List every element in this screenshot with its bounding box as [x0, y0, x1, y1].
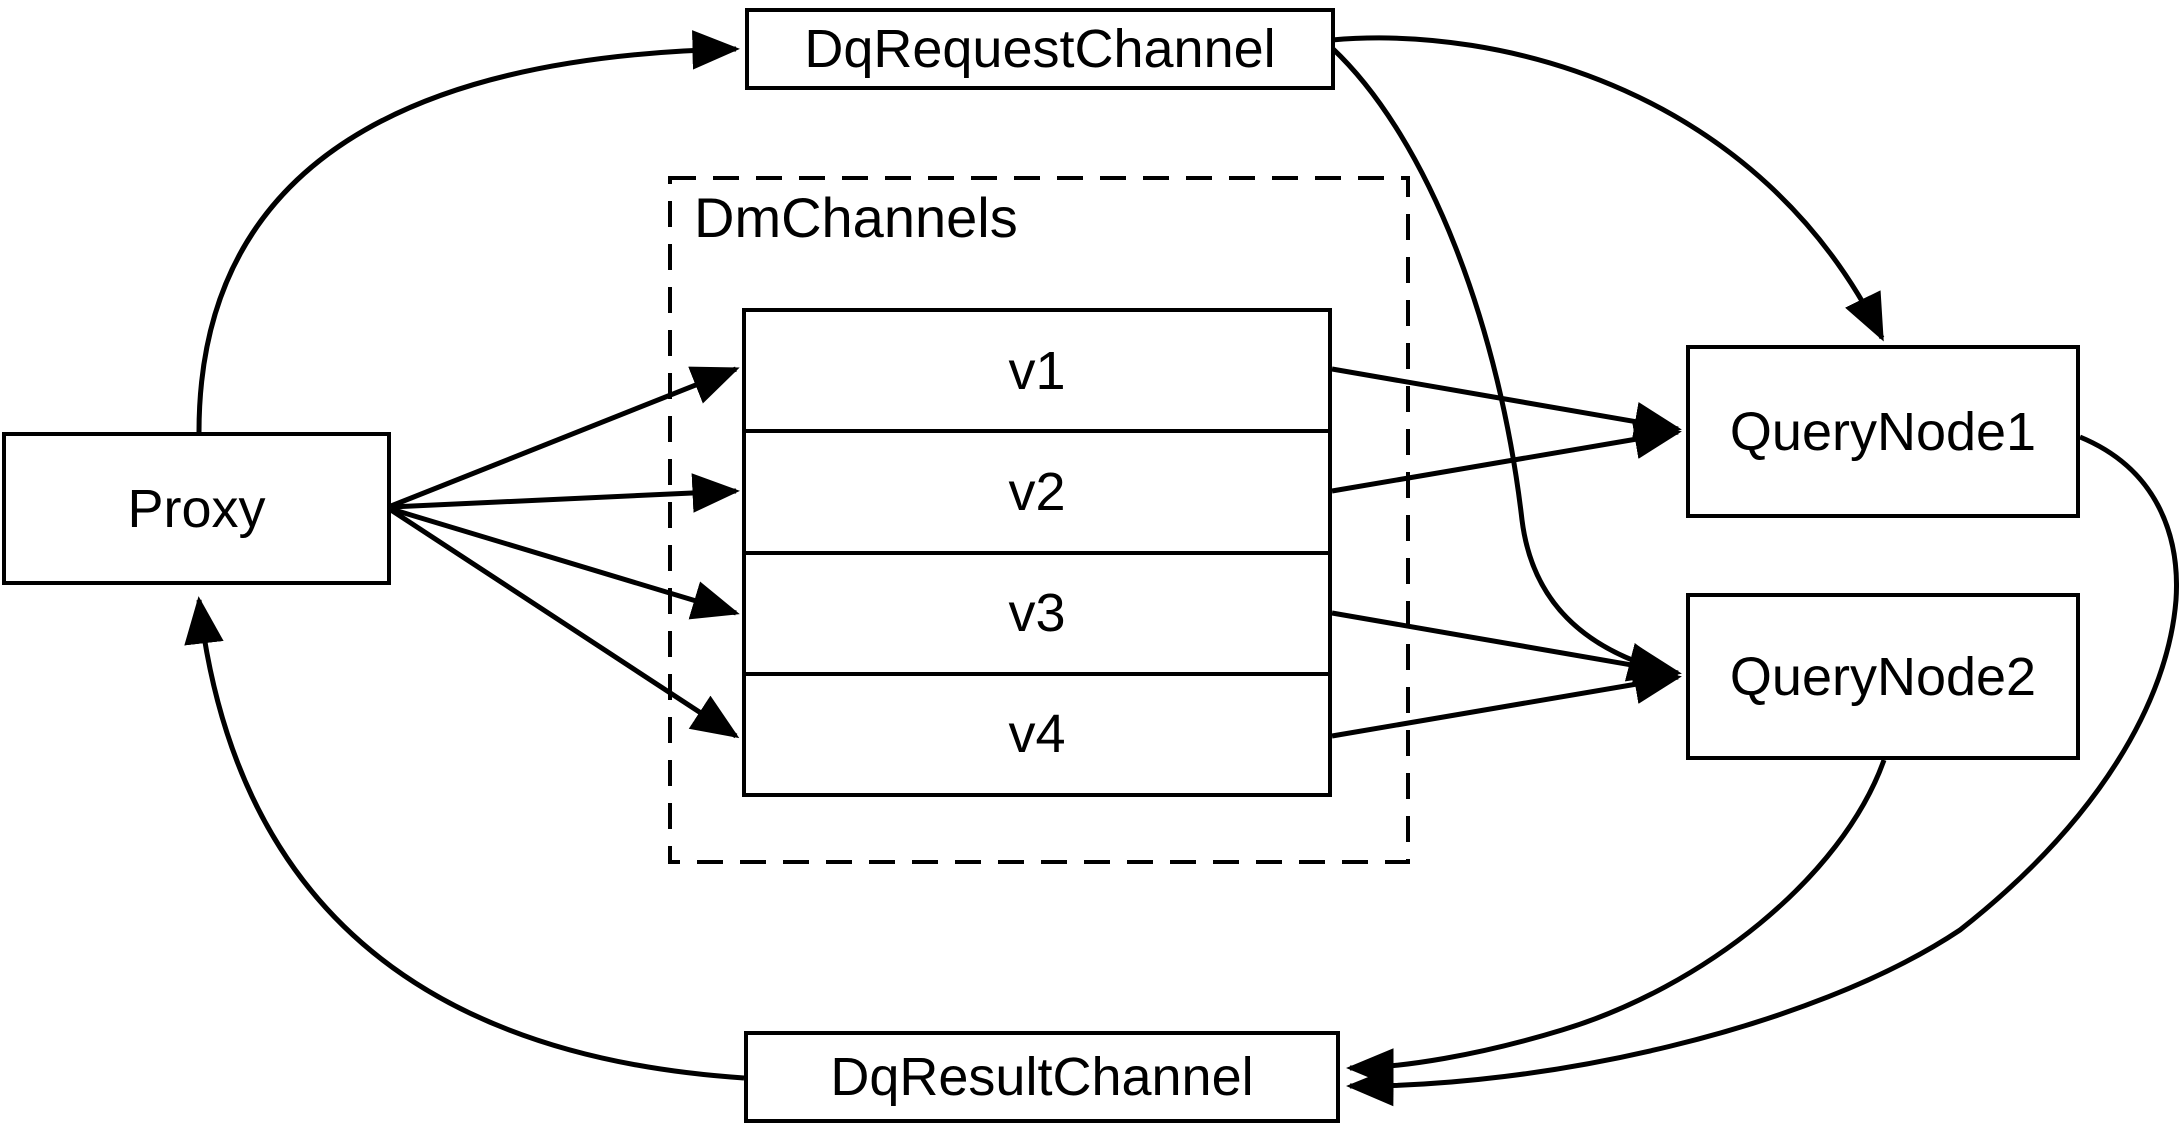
- channel-row-v3: v3: [746, 550, 1328, 672]
- node-dq-request-channel: DqRequestChannel: [745, 8, 1335, 90]
- node-proxy-label: Proxy: [127, 478, 266, 539]
- dm-channels-stack: v1 v2 v3 v4: [742, 308, 1332, 797]
- edge-dqrequestchannel-to-querynode1: [1331, 35, 1885, 342]
- channel-row-v2: v2: [746, 429, 1328, 550]
- edge-proxy-to-v2: [390, 473, 740, 513]
- node-proxy: Proxy: [2, 432, 391, 585]
- edge-proxy-to-v1: [390, 366, 740, 509]
- edge-v2-to-querynode1: [1331, 419, 1682, 494]
- channel-row-v4: v4: [746, 671, 1328, 793]
- node-dq-request-channel-label: DqRequestChannel: [804, 19, 1276, 79]
- edge-proxy-to-dqrequestchannel: [196, 30, 740, 433]
- edge-proxy-to-v4: [389, 507, 740, 739]
- channel-row-v1: v1: [1008, 340, 1066, 401]
- node-dq-result-channel-label: DqResultChannel: [830, 1047, 1254, 1107]
- edge-dqrequestchannel-to-querynode2: [1330, 46, 1676, 682]
- node-dq-result-channel: DqResultChannel: [744, 1031, 1340, 1123]
- edge-querynode1-to-dqresultchannel: [1346, 434, 2179, 1107]
- dm-channels-group-label: DmChannels: [694, 186, 1018, 249]
- node-query-node-1: QueryNode1: [1686, 345, 2080, 518]
- dm-channels-group-border: [668, 176, 1410, 864]
- node-query-node-2-label: QueryNode2: [1729, 646, 2037, 707]
- edge-proxy-to-v3: [390, 506, 740, 620]
- edge-v1-to-querynode1: [1331, 366, 1682, 442]
- edge-v3-to-querynode2: [1331, 610, 1682, 686]
- node-query-node-1-label: QueryNode1: [1729, 401, 2037, 462]
- edge-v4-to-querynode2: [1331, 664, 1682, 739]
- edge-querynode2-to-dqresultchannel: [1346, 759, 1887, 1088]
- node-query-node-2: QueryNode2: [1686, 593, 2080, 760]
- edge-dqresultchannel-to-proxy: [184, 596, 745, 1081]
